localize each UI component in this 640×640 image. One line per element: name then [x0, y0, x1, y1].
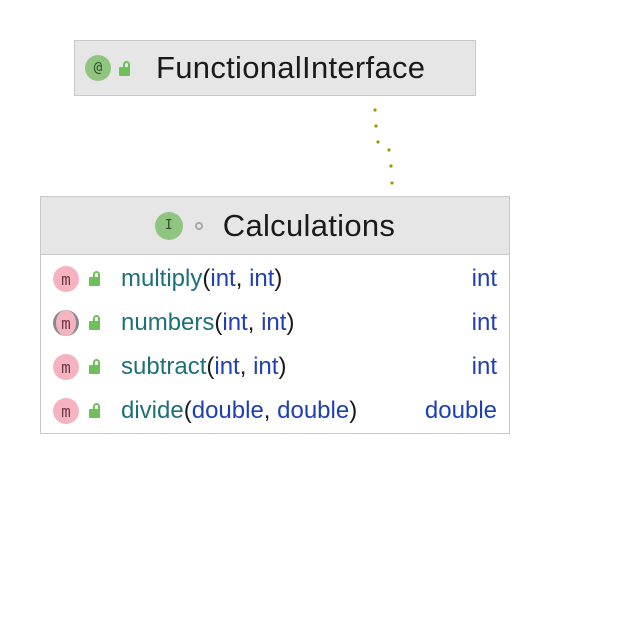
param-type: double: [277, 397, 350, 424]
param-type: double: [191, 397, 264, 424]
open-paren: (: [202, 265, 211, 292]
param-type: int: [214, 353, 240, 380]
public-lock-icon: [89, 359, 102, 374]
interface-node-header: I Calculations: [41, 197, 509, 255]
public-lock-icon: [89, 403, 102, 418]
annotation-node-header: @ FunctionalInterface: [75, 41, 475, 95]
method-name: subtract: [121, 353, 207, 380]
close-paren: ): [278, 353, 287, 380]
annotation-node-functionalinterface[interactable]: @ FunctionalInterface: [74, 40, 476, 96]
method-badge-icon: m: [53, 398, 79, 424]
return-type: double: [424, 397, 497, 424]
close-paren: ): [349, 397, 358, 424]
public-lock-icon: [89, 315, 102, 330]
connector-dot: [373, 108, 377, 112]
interface-badge-icon: I: [154, 211, 183, 240]
connector-dot: [390, 181, 394, 185]
public-lock-icon: [119, 60, 132, 76]
method-name: divide: [121, 397, 184, 424]
param-separator: ,: [239, 353, 254, 380]
open-paren: (: [183, 397, 192, 424]
method-signature: multiply(int, int): [121, 265, 282, 293]
param-separator: ,: [263, 397, 278, 424]
return-type: int: [471, 309, 497, 336]
method-badge-icon: m: [53, 310, 79, 336]
annotation-badge-icon: @: [85, 55, 111, 81]
param-type: int: [253, 353, 279, 380]
close-paren: ): [286, 309, 295, 336]
open-paren: (: [214, 309, 223, 336]
method-badge-icon: m: [53, 354, 79, 380]
interface-title: Calculations: [222, 207, 396, 243]
annotation-title: FunctionalInterface: [156, 50, 426, 85]
param-type: int: [222, 309, 248, 336]
method-signature: subtract(int, int): [121, 353, 286, 381]
dotted-connector: [373, 108, 394, 185]
public-lock-icon: [89, 271, 102, 286]
connector-dot: [389, 164, 393, 168]
close-paren: ): [274, 265, 283, 292]
method-badge-icon: m: [53, 266, 79, 292]
connector-dot: [387, 148, 391, 152]
method-name: numbers: [121, 309, 215, 336]
open-paren: (: [206, 353, 215, 380]
param-type: int: [210, 265, 236, 292]
return-type: int: [471, 353, 497, 380]
param-type: int: [249, 265, 275, 292]
method-signature: numbers(int, int): [121, 309, 294, 337]
param-separator: ,: [247, 309, 262, 336]
package-private-icon: [194, 221, 203, 230]
param-type: int: [261, 309, 287, 336]
method-name: multiply: [121, 265, 203, 292]
connector-dot: [376, 140, 380, 144]
param-separator: ,: [235, 265, 250, 292]
return-type: int: [471, 265, 497, 292]
connector-dot: [374, 124, 378, 128]
method-signature: divide(double, double): [121, 397, 357, 425]
